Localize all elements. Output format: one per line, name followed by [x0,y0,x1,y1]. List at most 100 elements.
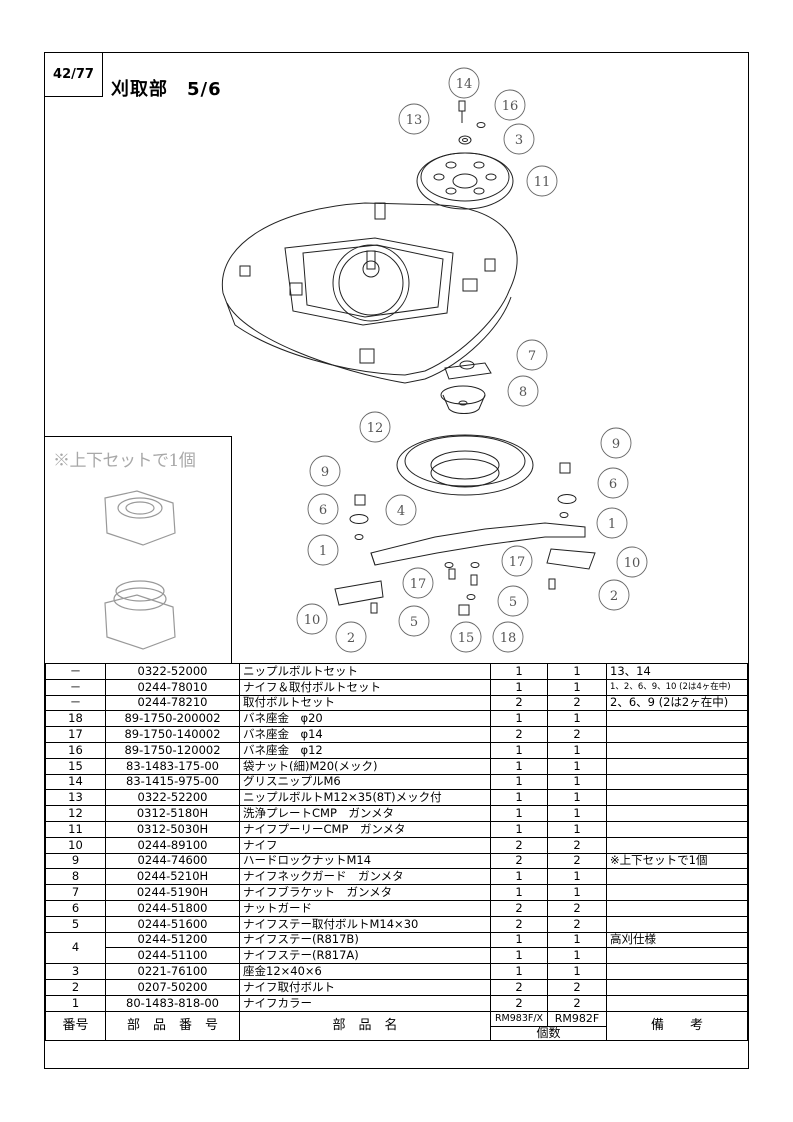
cell-number: 7 [45,884,106,901]
cell-part-name: 座金12×40×6 [239,963,491,980]
cell-qty-rm983: 2 [490,852,548,870]
cell-number: 1 [45,994,106,1012]
callout-17: 17 [402,567,434,599]
callout-17: 17 [501,545,533,577]
callout-label: 16 [502,99,519,114]
cell-number: － [45,694,106,712]
cell-qty-rm983: 1 [490,963,548,980]
callout-label: 3 [515,133,523,148]
header-part-name: 部 品 名 [239,1010,491,1041]
cell-part-name: 取付ボルトセット [239,694,491,712]
cell-qty-rm983: 2 [490,994,548,1012]
callout-label: 9 [321,465,329,480]
callout-16: 16 [494,89,526,121]
cell-qty-rm983: 2 [490,915,548,933]
cell-number: 13 [45,789,106,807]
cell-remarks [606,884,748,901]
callout-label: 18 [500,631,517,646]
cell-part-name: ナイフステー(R817A) [239,947,491,965]
cell-part-name: バネ座金 φ12 [239,741,491,759]
cell-number: 12 [45,805,106,822]
cell-qty-rm983: 1 [490,789,548,807]
cell-qty-rm983: 1 [490,678,548,696]
callout-13: 13 [398,103,430,135]
cell-qty-rm982: 1 [547,678,607,696]
callout-circle [503,123,535,155]
callout-circle [307,534,339,566]
callout-label: 6 [609,477,617,492]
cell-part-name: ナイフ取付ボルト [239,978,491,996]
cell-remarks [606,789,748,807]
callout-label: 17 [410,577,427,592]
cell-part-name: 袋ナット(細)M20(メック) [239,757,491,775]
callout-circle [526,165,558,197]
cell-qty-rm982: 2 [547,694,607,712]
cell-part-number: 0312-5180H [105,805,240,822]
callout-label: 10 [624,556,641,571]
cell-part-number: 89-1750-200002 [105,710,240,728]
cell-part-number: 0322-52200 [105,789,240,807]
header-remarks: 備 考 [606,1010,748,1041]
cell-part-number: 0244-51800 [105,899,240,917]
cell-part-name: グリスニップルM6 [239,773,491,791]
header-model-rm982: RM982F [547,1010,607,1027]
cell-part-number: 89-1750-120002 [105,741,240,759]
callout-circle [359,411,391,443]
cell-qty-rm982: 1 [547,820,607,838]
callout-18: 18 [492,621,524,653]
callout-7: 7 [516,339,548,371]
cell-qty-rm982: 1 [547,757,607,775]
callout-label: 9 [612,437,620,452]
cell-number: 17 [45,726,106,743]
callout-label: 11 [534,175,551,190]
cell-part-number: 83-1483-175-00 [105,757,240,775]
cell-part-name: ナイフネックガード ガンメタ [239,868,491,886]
cell-remarks [606,978,748,996]
cell-qty-rm982: 1 [547,868,607,886]
cell-qty-rm983: 1 [490,884,548,901]
cell-number: 15 [45,757,106,775]
cell-part-number: 83-1415-975-00 [105,773,240,791]
cell-part-number: 0244-5190H [105,884,240,901]
cell-number: － [45,678,106,696]
cell-qty-rm982: 2 [547,978,607,996]
cell-qty-rm982: 1 [547,947,607,965]
callout-4: 4 [385,494,417,526]
cell-qty-rm982: 1 [547,963,607,980]
callout-1: 1 [596,507,628,539]
page-title: 刈取部 5/6 [111,79,222,100]
callout-9: 9 [600,427,632,459]
cell-part-number: 0244-78210 [105,694,240,712]
callout-8: 8 [507,375,539,407]
callout-2: 2 [335,621,367,653]
cell-remarks: 高刈仕様 [606,931,748,949]
cell-part-number: 0207-50200 [105,978,240,996]
cell-number: 2 [45,978,106,996]
cell-qty-rm982: 1 [547,931,607,949]
cell-qty-rm983: 2 [490,836,548,854]
cell-qty-rm982: 2 [547,726,607,743]
callout-label: 15 [458,631,475,646]
cell-number: 3 [45,963,106,980]
cell-qty-rm982: 1 [547,663,607,680]
cell-part-name: バネ座金 φ14 [239,726,491,743]
parts-sheet: 42/77 刈取部 5/6 [44,52,749,1069]
cell-qty-rm983: 2 [490,899,548,917]
callout-2: 2 [598,579,630,611]
callout-label: 17 [509,555,526,570]
